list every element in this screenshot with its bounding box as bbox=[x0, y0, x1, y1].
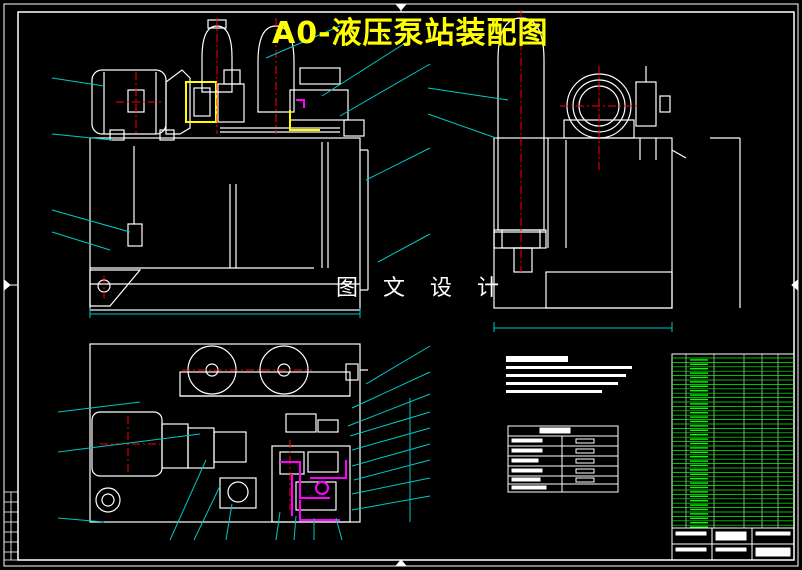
side-view-centerlines bbox=[520, 10, 638, 272]
bom-row-text bbox=[690, 398, 708, 401]
bom-row-text bbox=[690, 486, 708, 489]
bill-of-materials bbox=[671, 353, 795, 529]
front-view-dimension bbox=[89, 308, 361, 318]
bom-row-text bbox=[690, 359, 708, 361]
drawing-title: A0-液压泵站装配图 bbox=[272, 16, 549, 51]
bom-row-text bbox=[690, 460, 708, 462]
bom-row-text bbox=[690, 412, 708, 414]
bom-row-text bbox=[690, 526, 708, 528]
bom-row-text bbox=[690, 434, 708, 436]
bom-row-text bbox=[690, 464, 708, 467]
coupling-highlight bbox=[185, 81, 217, 123]
side-view-dimension bbox=[493, 322, 673, 332]
bom-row-text bbox=[690, 394, 708, 396]
bom-row-text bbox=[690, 522, 708, 524]
sheet-border bbox=[3, 3, 799, 567]
accumulator-side bbox=[497, 17, 545, 231]
bom-row-text bbox=[690, 451, 708, 453]
top-view-pipes bbox=[280, 460, 347, 521]
bom-row-text bbox=[690, 517, 708, 519]
bom-row-text bbox=[690, 473, 708, 475]
bom-row-text bbox=[690, 385, 708, 387]
bom-row-text bbox=[690, 508, 708, 511]
bom-row-text bbox=[690, 420, 708, 423]
accumulator-right bbox=[257, 25, 295, 113]
front-view-centerlines bbox=[103, 18, 277, 298]
bom-row-text bbox=[690, 381, 708, 383]
technical-notes bbox=[506, 356, 632, 393]
valve-block bbox=[271, 445, 351, 523]
top-view-centerlines bbox=[100, 369, 312, 510]
leader-lines bbox=[51, 25, 509, 541]
bom-row-text bbox=[690, 376, 708, 379]
accumulator-left bbox=[201, 25, 233, 93]
bom-row-text bbox=[690, 442, 708, 445]
bom-row-text bbox=[690, 407, 708, 409]
bom-row-text bbox=[690, 425, 708, 427]
bom-row-text bbox=[690, 491, 708, 493]
front-view bbox=[89, 19, 369, 311]
bom-row-text bbox=[690, 368, 708, 370]
parameter-table bbox=[507, 425, 619, 493]
bom-row-text bbox=[690, 482, 708, 484]
bom-row-text bbox=[690, 403, 708, 405]
bom-row-text bbox=[690, 390, 708, 392]
bom-row-text bbox=[690, 469, 708, 471]
bom-row-text bbox=[690, 478, 708, 480]
bom-row-text bbox=[690, 500, 708, 502]
title-block bbox=[671, 527, 795, 561]
bom-row-text bbox=[690, 429, 708, 431]
oil-tank-front bbox=[89, 137, 361, 311]
bom-row-text bbox=[690, 438, 708, 440]
bom-row-text bbox=[690, 504, 708, 506]
bom-row-text bbox=[690, 363, 708, 365]
revision-strip bbox=[3, 491, 19, 561]
front-view-pipes bbox=[289, 99, 320, 131]
bom-row-text bbox=[690, 495, 708, 497]
bom-row-text bbox=[690, 372, 708, 374]
watermark-text: 图 文 设 计 bbox=[336, 276, 508, 301]
bom-row-text bbox=[690, 456, 708, 458]
bom-row-text bbox=[690, 447, 708, 449]
bom-row-text bbox=[690, 416, 708, 418]
bom-row-text bbox=[690, 513, 708, 515]
